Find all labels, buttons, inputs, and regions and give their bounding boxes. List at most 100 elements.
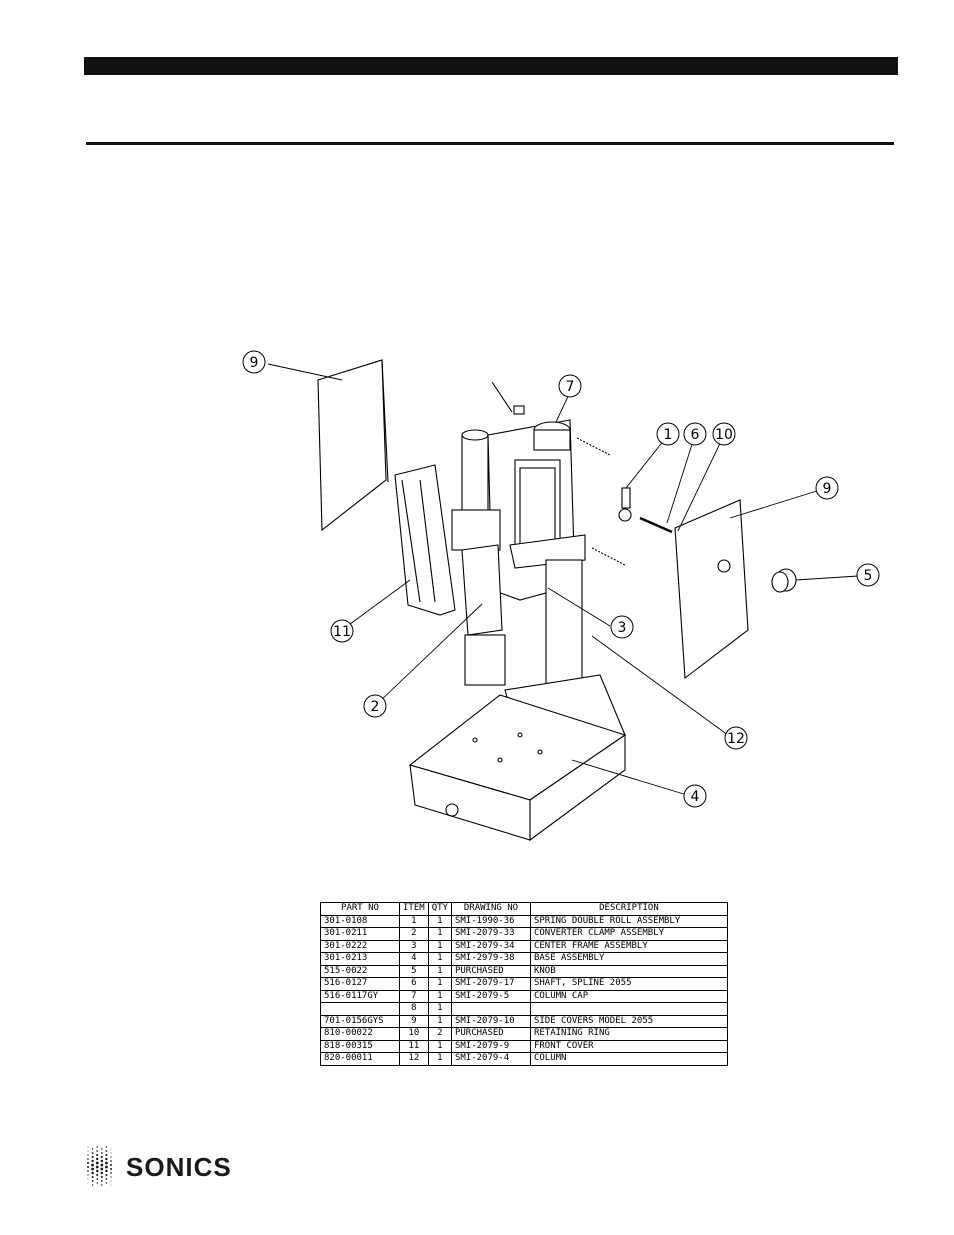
cell-part-no — [320, 1002, 400, 1016]
cell-qty: 1 — [427, 1052, 452, 1066]
converter-clamp — [451, 509, 506, 686]
svg-text:6: 6 — [691, 427, 700, 443]
svg-text:11: 11 — [333, 624, 351, 640]
cell-item: 4 — [399, 952, 429, 966]
cell-qty: 1 — [427, 1039, 452, 1053]
cell-drawing-no: SMI-2079-10 — [450, 1014, 531, 1028]
cell-description: COLUMN — [529, 1052, 728, 1066]
cell-part-no: 515-0022 — [320, 964, 400, 978]
cell-part-no: 810-00022 — [320, 1027, 400, 1041]
cell-qty: 2 — [427, 1027, 452, 1041]
svg-text:9: 9 — [250, 355, 259, 371]
table-header-row: PART NO ITEM QTY DRAWING NO DESCRIPTION — [320, 902, 728, 916]
header-bar — [84, 57, 898, 75]
svg-text:9: 9 — [823, 481, 832, 497]
svg-text:7: 7 — [566, 379, 575, 395]
base — [408, 674, 627, 842]
header-rule — [86, 142, 894, 145]
cell-qty: 1 — [427, 989, 452, 1003]
header-item: ITEM — [399, 902, 429, 916]
sonics-logo: SONICS — [86, 1146, 232, 1188]
side-cover-right — [674, 499, 749, 680]
svg-text:10: 10 — [715, 427, 733, 443]
leader-lines — [267, 363, 859, 796]
header-drawing-no: DRAWING NO — [450, 902, 531, 916]
callout-7: 7 — [558, 374, 582, 398]
logo-text: SONICS — [126, 1151, 232, 1182]
cell-qty: 1 — [427, 964, 452, 978]
cell-part-no: 820-00011 — [320, 1052, 400, 1066]
left-tube — [461, 429, 489, 516]
cell-drawing-no: SMI-2079-4 — [450, 1052, 531, 1066]
cell-drawing-no: SMI-2079-17 — [450, 977, 531, 991]
cell-drawing-no: SMI-2079-9 — [450, 1039, 531, 1053]
cell-item: 7 — [399, 989, 429, 1003]
cell-description: FRONT COVER — [529, 1039, 728, 1053]
cell-item: 6 — [399, 977, 429, 991]
front-cover — [394, 464, 456, 616]
cell-qty: 1 — [427, 939, 452, 953]
callout-1: 1 — [656, 422, 680, 446]
cell-item: 9 — [399, 1014, 429, 1028]
cell-qty: 1 — [427, 927, 452, 941]
cell-part-no: 701-0156GYS — [320, 1014, 400, 1028]
svg-text:3: 3 — [618, 620, 627, 636]
cell-part-no: 516-0127 — [320, 977, 400, 991]
cell-item: 10 — [399, 1027, 429, 1041]
cell-qty: 1 — [427, 1014, 452, 1028]
svg-text:12: 12 — [727, 731, 745, 747]
header-qty: QTY — [427, 902, 452, 916]
callout-6: 6 — [683, 422, 707, 446]
sonics-dot-mark-icon — [86, 1146, 113, 1186]
callout-2: 2 — [363, 694, 387, 718]
cell-description — [529, 1002, 728, 1016]
cell-part-no: 818-00315 — [320, 1039, 400, 1053]
cell-item: 3 — [399, 939, 429, 953]
callout-11: 11 — [330, 619, 354, 643]
cell-item: 5 — [399, 964, 429, 978]
side-cover-left — [317, 359, 389, 532]
cell-part-no: 301-0213 — [320, 952, 400, 966]
spring-roll — [618, 487, 684, 540]
cell-drawing-no: SMI-1990-36 — [450, 914, 531, 928]
callout-5: 5 — [856, 563, 880, 587]
cell-item: 11 — [399, 1039, 429, 1053]
column — [545, 559, 583, 702]
svg-text:5: 5 — [864, 568, 873, 584]
cell-qty: 1 — [427, 914, 452, 928]
cell-description: BASE ASSEMBLY — [529, 952, 728, 966]
cell-description: KNOB — [529, 964, 728, 978]
cell-item: 12 — [399, 1052, 429, 1066]
cell-qty: 1 — [427, 977, 452, 991]
cell-item: 2 — [399, 927, 429, 941]
cell-description: CONVERTER CLAMP ASSEMBLY — [529, 927, 728, 941]
cell-qty: 1 — [427, 1002, 452, 1016]
cell-qty: 1 — [427, 952, 452, 966]
exploded-assembly-drawing: 9 7 1 6 10 9 5 11 3 2 12 4 — [230, 340, 880, 860]
cell-drawing-no: SMI-2079-33 — [450, 927, 531, 941]
header-part-no: PART NO — [320, 902, 400, 916]
cell-drawing-no: PURCHASED — [450, 964, 531, 978]
cell-description: SHAFT, SPLINE 2055 — [529, 977, 728, 991]
cell-part-no: 301-0211 — [320, 927, 400, 941]
column-cap — [533, 421, 571, 451]
cell-part-no: 301-0222 — [320, 939, 400, 953]
cell-drawing-no: SMI-2079-5 — [450, 989, 531, 1003]
cell-description: SIDE COVERS MODEL 2055 — [529, 1014, 728, 1028]
cell-description: COLUMN CAP — [529, 989, 728, 1003]
cell-drawing-no: SMI-2079-34 — [450, 939, 531, 953]
callout-9-left: 9 — [242, 350, 266, 374]
cell-drawing-no — [450, 1002, 531, 1016]
callout-12: 12 — [724, 726, 748, 750]
